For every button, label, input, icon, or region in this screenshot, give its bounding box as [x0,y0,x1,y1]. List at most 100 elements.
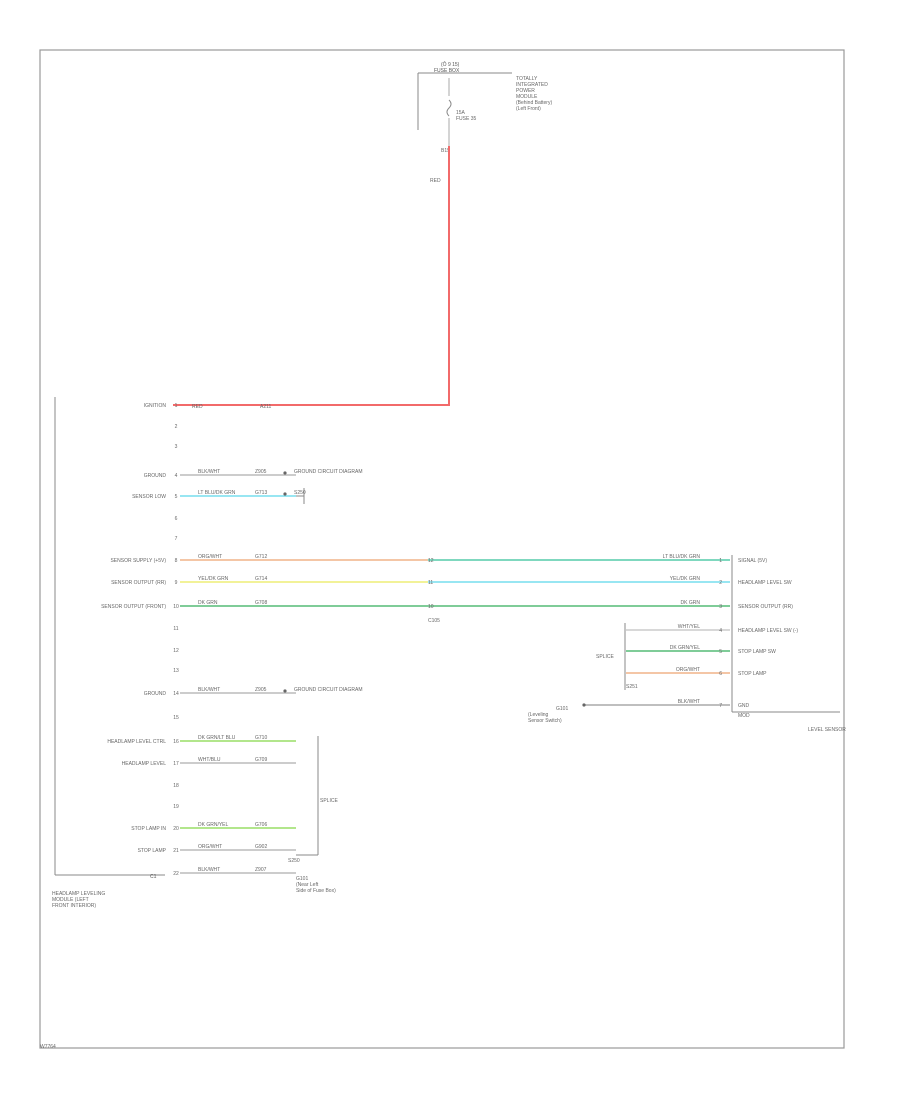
main-pin-destination: S250 [294,490,306,496]
ground-splice-dot-icon [582,703,586,707]
sensor-name: LEVEL SENSOR [808,727,846,733]
main-pin-circuit: G710 [255,735,267,741]
main-pin-label: SENSOR OUTPUT (RR) [111,580,166,586]
main-pin-circuit: G714 [255,576,267,582]
sensor-row-wire-color: BLK/WHT [678,699,700,705]
main-pin-number: 10 [173,604,179,610]
sensor-mod: MOD [738,713,750,719]
main-pin-number: 17 [173,761,179,767]
main-pin-number: 19 [173,804,179,810]
sensor-low-splice [296,488,305,504]
main-pin-label: STOP LAMP [138,848,167,854]
sensor-ground-dest-3: Sensor Switch) [528,718,562,724]
main-pin-circuit: G713 [255,490,267,496]
main-pin-number: 20 [173,826,179,832]
main-module: C1 HEADLAMP LEVELING MODULE (LEFT FRONT … [52,397,165,909]
main-pin-number: 9 [175,580,178,586]
sensor-row-pin: 5 [719,649,722,655]
inline-connector-pin: 12 [428,558,434,564]
main-pin-wire-color: DK GRN [198,600,218,606]
main-pin-number: 3 [175,444,178,450]
main-pin-label: SENSOR SUPPLY (+5V) [110,558,166,564]
ground-splice-dot-icon [283,689,287,693]
sensor-row-pin: 6 [719,671,722,677]
feed-wire-color: RED [192,404,203,410]
sensor-row-label: STOP LAMP SW [738,649,776,655]
main-pin-wire-color: BLK/WHT [198,867,220,873]
main-pin-wire-color: DK GRN/YEL [198,822,229,828]
diagram-id: W7764 [40,1044,56,1050]
sensor-row-label: HEADLAMP LEVEL SW [738,580,792,586]
fuse-box-pin: B15 [441,148,450,154]
main-pin-7: 7 [175,536,178,542]
fuse-icon [446,99,452,117]
main-pin-wire-color: DK GRN/LT BLU [198,735,236,741]
main-pin-12: 12 [173,648,179,654]
level-sensor: SPLICE S251 MOD LEVEL SENSOR G101 (Level… [528,555,846,733]
main-pin-number: 16 [173,739,179,745]
main-pin-label: STOP LAMP IN [131,826,166,832]
main-ground-dest-3: Side of Fuse Box) [296,888,336,894]
main-pin-circuit: G706 [255,822,267,828]
main-ground-dest-1: G101 [296,876,308,882]
main-pin-number: 21 [173,848,179,854]
fuse-label: FUSE 35 [456,116,477,122]
main-pin-circuit: Z905 [255,469,267,475]
main-pin-number: 15 [173,715,179,721]
main-pin-15: 15 [173,715,179,721]
sensor-splice-label: SPLICE [596,654,614,660]
main-pin-destination: GROUND CIRCUIT DIAGRAM [294,469,363,475]
main-pin-label: HEADLAMP LEVEL [122,761,167,767]
main-pin-18: 18 [173,783,179,789]
sensor-row-label: HEADLAMP LEVEL SW (-) [738,628,798,634]
sensor-row-wire-color: DK GRN [681,600,701,606]
fuse-rating: 15A [456,110,466,116]
main-pin-number: 2 [175,424,178,430]
sensor-ground-dest-2: (Leveling [528,712,549,718]
main-module-name-line2: MODULE (LEFT [52,897,89,903]
main-pin-number: 11 [173,626,178,632]
main-pin-label: SENSOR OUTPUT (FRONT) [101,604,166,610]
main-splice-pin: S250 [288,858,300,864]
fuse-wire-color: RED [430,178,441,184]
main-pin-3: 3 [175,444,178,450]
sensor-row-pin: 2 [719,580,722,586]
sensor-row-wire-color: WHT/YEL [678,624,700,630]
sensor-row-pin: 1 [719,558,722,564]
main-module-name-line3: FRONT INTERIOR) [52,903,96,909]
fuse-box-note-5: (Behind Battery) [516,100,552,106]
main-pin-number: 6 [175,516,178,522]
main-module-connector: C1 [150,874,157,880]
sensor-row-wire-color: DK GRN/YEL [670,645,701,651]
main-pin-label: IGNITION [144,403,167,409]
inline-connector-pin: 10 [428,604,434,610]
main-pin-number: 14 [173,691,179,697]
ground-splice-dot-icon [283,471,287,475]
inline-connector-ref: C105 [428,618,440,624]
main-module-name-line1: HEADLAMP LEVELING [52,891,105,897]
main-pin-wire-color: BLK/WHT [198,687,220,693]
main-pin-label: SENSOR LOW [132,494,166,500]
main-pin-label: GROUND [144,473,167,479]
fuse-box: (Ô 9 15) FUSE BOX TOTALLY INTEGRATED POW… [417,61,552,184]
main-ground-dest-2: (Near Left [296,882,319,888]
feed-wire-circuit: A211 [260,404,272,410]
main-pin-wire-color: LT BLU/DK GRN [198,490,236,496]
sensor-row-wire-color: ORG/WHT [676,667,700,673]
main-pin-6: 6 [175,516,178,522]
